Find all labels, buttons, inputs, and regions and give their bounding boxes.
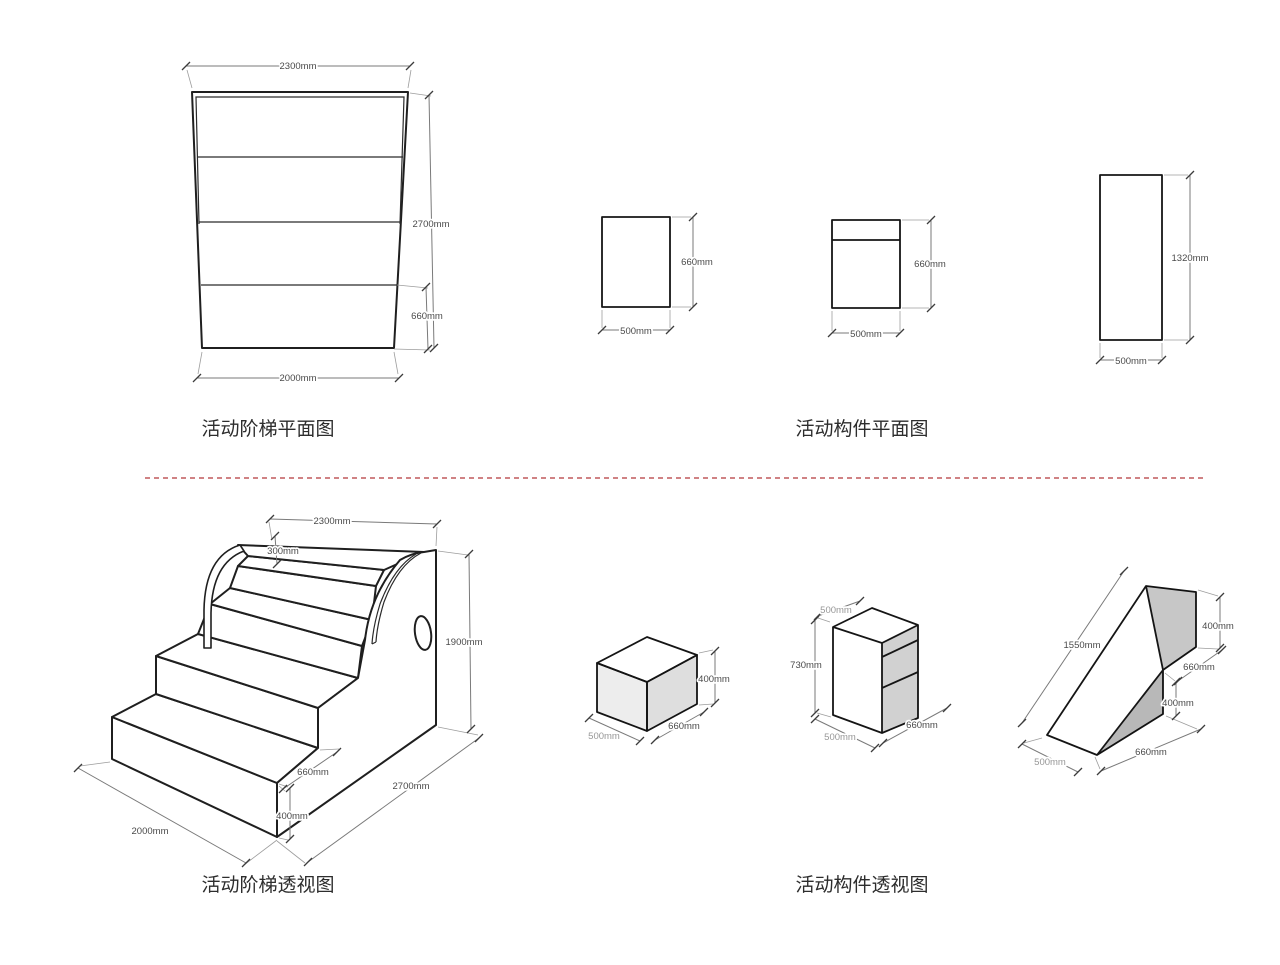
cblock-body [832,607,919,734]
cube-right-shade [647,655,697,731]
stairs-plan-dimension-lines [186,65,435,379]
dim-label: 660mm [906,720,938,731]
back-rail-face [237,544,425,571]
component-cube [596,636,698,732]
stairs-plan-extension-lines [186,69,432,375]
left-curved-rail [203,544,245,649]
dim-label: 730mm [790,660,822,671]
dim-label: 2300mm [280,61,317,72]
components-plan-figure: 660mm 500mm 660mm 500mm 1320mm 500mm [597,170,1210,369]
dim-label: 500mm [588,731,620,742]
components-plan-extension-lines [601,174,1188,358]
dim-label: 500mm [1034,757,1066,768]
components-perspective-figure: 400mm 660mm 500mm 500mm 730mm 500mm 660m… [584,566,1236,777]
stairs-perspective-title: 活动阶梯透视图 [201,874,334,896]
dim-label: 660mm [668,721,700,732]
dim-label: 2300mm [314,516,351,527]
components-perspective-dimension-lines [588,570,1223,773]
dim-label: 500mm [1115,356,1147,367]
dim-label: 2000mm [280,373,317,384]
dim-label: 400mm [276,811,308,822]
stairs-perspective-figure: 2300mm 300mm 1900mm 2700mm 2000mm 660mm … [73,514,484,868]
dim-label: 660mm [1183,662,1215,673]
dim-label: 500mm [620,326,652,337]
stairs-plan-dimension-ticks [181,61,439,383]
right-rail-inner-curves [371,552,422,645]
component-wedge [1046,585,1197,756]
component-box2 [831,219,901,309]
dim-label: 500mm [850,329,882,340]
stairs-perspective-extension-lines [79,521,479,866]
components-plan-title: 活动构件平面图 [795,418,928,440]
dim-label: 500mm [820,605,852,616]
right-side-panel [276,549,437,838]
dim-label: 1900mm [446,637,483,648]
dim-label: 660mm [297,767,329,778]
components-perspective-dimension-ticks [584,566,1227,777]
stairs-plan-figure: 2300mm 2700mm 660mm 2000mm [181,59,451,386]
dim-label: 2000mm [132,826,169,837]
component-panel [1099,174,1163,341]
dim-label: 400mm [1162,698,1194,709]
dim-label: 1550mm [1064,640,1101,651]
cube-left-shade [597,663,647,731]
dim-label: 300mm [267,546,299,557]
dim-label: 400mm [1202,621,1234,632]
dim-label: 500mm [824,732,856,743]
components-perspective-extension-lines [698,589,1219,770]
dim-label: 400mm [698,674,730,685]
stairs-perspective-dimension-ticks [73,514,484,868]
cblock-inner-edges [832,624,919,733]
component-box1 [601,216,671,308]
dim-label: 660mm [914,259,946,270]
cube-right-face [646,654,698,732]
wedge-inner-edges [1096,585,1164,756]
stairs-plan-outline [191,91,409,349]
dim-label: 1320mm [1172,253,1209,264]
stairs-plan-title: 活动阶梯平面图 [201,418,334,440]
dim-label: 2700mm [393,781,430,792]
stairs-plan-inner-lines [195,96,405,286]
dim-label: 2700mm [413,219,450,230]
panel-porthole [413,615,433,651]
components-plan-dimension-ticks [597,170,1195,365]
dim-label: 660mm [1135,747,1167,758]
dim-label: 660mm [681,257,713,268]
component-cblock [832,607,919,734]
wedge-body [1046,585,1197,756]
dim-label: 660mm [411,311,443,322]
stairs-perspective-dimension-lines [77,518,480,864]
components-plan-dimension-lines [602,175,1191,361]
components-perspective-title: 活动构件透视图 [795,874,928,896]
wedge-end-shade [1146,586,1196,670]
